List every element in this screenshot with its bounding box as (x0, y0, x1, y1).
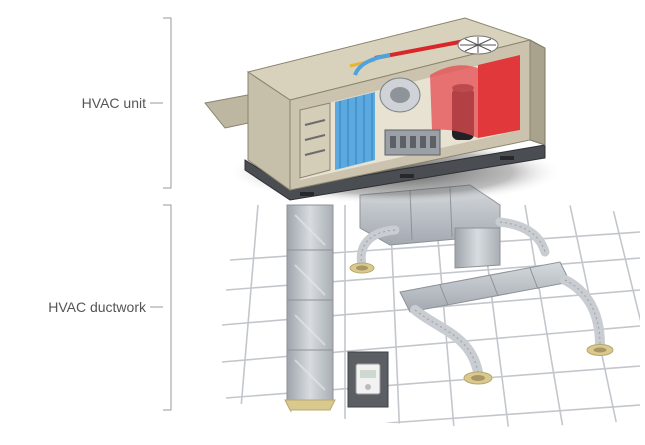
ductwork-bracket (163, 204, 172, 411)
hvac-unit-label: HVAC unit (82, 95, 146, 111)
vertical-duct (286, 204, 334, 401)
ceiling-vent-icon (463, 371, 493, 385)
ceiling-vent-icon (349, 262, 375, 274)
ceiling-vent-icon (586, 344, 614, 356)
hvac-ductwork-label: HVAC ductwork (48, 299, 147, 315)
hvac-unit-callout: HVAC unit (82, 17, 172, 189)
condenser-coil (478, 55, 520, 138)
condenser-fan (457, 35, 499, 55)
flex-duct-back-right (495, 217, 550, 257)
hvac-ductwork-callout: HVAC ductwork (48, 204, 172, 411)
unit-bracket (163, 17, 172, 189)
evaporator-coil (335, 92, 375, 170)
thermostat-icon (347, 351, 389, 408)
blower-motor (379, 77, 421, 113)
rooftop-unit (204, 17, 546, 201)
